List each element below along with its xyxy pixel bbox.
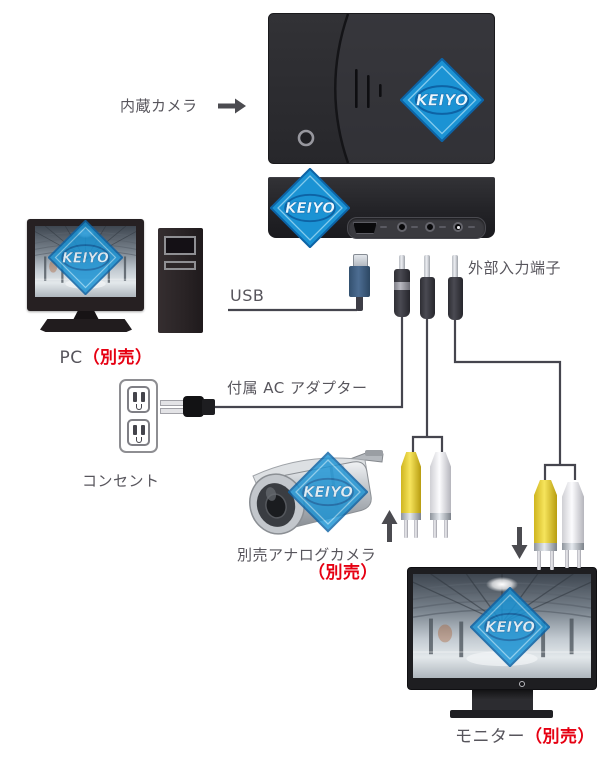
port-divider — [468, 226, 475, 228]
pc-label-text: PC — [59, 348, 83, 368]
dc-plug-tip — [399, 255, 405, 271]
usb-plug — [349, 266, 370, 297]
monitor-cable-split — [543, 463, 577, 480]
rca-plug-tip — [424, 255, 430, 279]
external-input-label: 外部入力端子 — [468, 259, 562, 277]
pc-tower-drive-bay — [164, 236, 196, 255]
monitor-base — [450, 710, 553, 718]
dc-plug-band — [394, 282, 410, 290]
wall-outlet — [119, 379, 158, 453]
pc-monitor-base — [40, 319, 132, 332]
monitor-stand — [472, 690, 533, 711]
analog-camera-label: 別売アナログカメラ — [237, 546, 377, 564]
rca-female-yellow-camera — [401, 452, 421, 538]
camera-cable-split — [411, 435, 444, 452]
monitor-sold-separately-note: （別売） — [525, 727, 595, 747]
camera-bracket — [365, 450, 383, 456]
analog-camera-sold-separately-note: （別売） — [308, 563, 378, 583]
pc-label: PC（別売） — [40, 343, 172, 368]
monitor-cable-line — [453, 318, 562, 464]
builtin-camera-lens — [297, 129, 315, 147]
vent-slit — [355, 69, 358, 108]
dc-power-plug — [394, 269, 410, 317]
vent-slit — [367, 75, 370, 108]
vent-slit — [379, 84, 382, 97]
monitor-label: モニター（別売） — [400, 722, 595, 747]
analog-camera-art — [249, 450, 384, 535]
monitor-label-text: モニター — [455, 727, 525, 747]
pc-monitor — [27, 219, 144, 311]
av-jack-port — [425, 222, 435, 232]
builtin-camera-label: 内蔵カメラ — [120, 97, 198, 115]
av-jack-port — [397, 222, 407, 232]
rca-plug-camera — [420, 277, 435, 319]
device-back-art — [268, 13, 495, 164]
rca-female-white-camera — [430, 452, 451, 538]
rca-plug-monitor — [448, 277, 463, 320]
external-monitor — [407, 567, 597, 690]
port-divider — [439, 226, 446, 228]
port-divider — [380, 226, 387, 228]
mini-usb-port — [353, 222, 377, 234]
main-device-back — [268, 13, 495, 164]
main-device-bottom-ports — [268, 177, 495, 239]
rca-female-yellow-monitor — [534, 480, 557, 570]
outlet-socket — [127, 419, 150, 446]
pc-tower — [158, 228, 203, 333]
usb-label: USB — [230, 286, 265, 305]
rca-plug-tip — [452, 255, 458, 279]
pc-tower-drive-bay — [164, 261, 196, 270]
outlet-label: コンセント — [82, 472, 160, 490]
monitor-power-led — [519, 681, 525, 687]
builtin-camera-arrow-icon — [218, 98, 246, 114]
port-divider — [411, 226, 418, 228]
pc-monitor-stand — [73, 311, 99, 320]
external-monitor-screen — [413, 574, 591, 678]
analog-camera — [243, 448, 385, 543]
pc-sold-separately-note: （別売） — [82, 348, 153, 368]
ac-adapter-label: 付属 AC アダプター — [227, 379, 368, 397]
monitor-down-arrow-icon — [511, 527, 528, 559]
rca-female-white-monitor — [562, 482, 584, 568]
ac-plug-cord-end — [202, 399, 215, 415]
pc-monitor-screen — [35, 226, 136, 297]
power-jack-port — [453, 222, 463, 232]
usb-cable-neck — [356, 296, 363, 311]
outlet-socket — [127, 386, 150, 413]
ac-power-plug — [183, 396, 204, 417]
